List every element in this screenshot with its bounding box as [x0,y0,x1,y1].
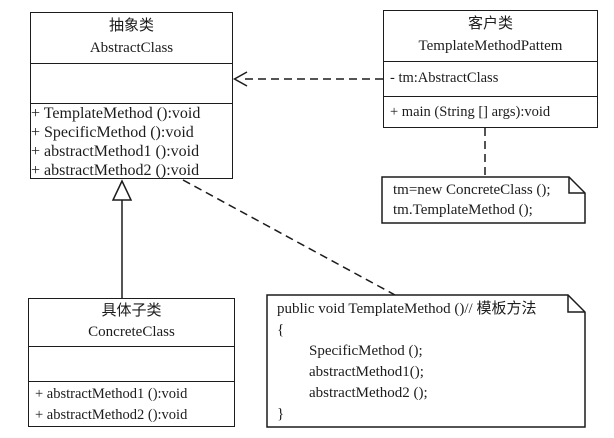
attributes-compartment [29,346,234,381]
note-client: tm=new ConcreteClass (); tm.TemplateMeth… [393,180,551,220]
class-name-en: TemplateMethodPattem [418,38,563,54]
attributes-compartment: - tm:AbstractClass [384,61,597,96]
note-line: tm.TemplateMethod (); [393,202,533,218]
note-line: abstractMethod1(); [309,364,424,380]
note-line: { [277,322,285,338]
method-line: + abstractMethod1 ():void [35,386,188,402]
method-line: + abstractMethod2 ():void [35,407,188,423]
note-line: abstractMethod2 (); [309,385,428,401]
method-line: + main (String [] args):void [390,104,551,120]
class-title: 客户类 TemplateMethodPattem [384,11,597,61]
note-line: tm=new ConcreteClass (); [393,182,551,198]
note-anchor-template [182,179,396,296]
class-name-cn: 客户类 [467,16,513,32]
methods-compartment: + abstractMethod1 ():void + abstractMeth… [29,381,234,426]
dependency-arrow [232,71,383,87]
class-name-en: AbstractClass [89,40,174,56]
class-title: 具体子类 ConcreteClass [29,299,234,346]
hollow-triangle-icon [111,179,133,201]
class-name-en: ConcreteClass [88,324,175,340]
note-fold-icon [568,177,585,194]
note-template-method: public void TemplateMethod ()// 模板方法 { S… [277,299,536,425]
attributes-compartment [31,63,232,103]
method-line: + abstractMethod1 ():void [31,143,200,160]
class-box-concreteclass: 具体子类 ConcreteClass + abstractMethod1 ():… [28,298,235,427]
method-line: + TemplateMethod ():void [31,105,201,122]
class-name-cn: 抽象类 [108,18,154,34]
method-line: + SpecificMethod ():void [31,124,194,141]
note-line: public void TemplateMethod ()// 模板方法 [277,301,537,317]
methods-compartment: + main (String [] args):void [384,96,597,127]
note-fold-icon [567,295,585,313]
method-line: + abstractMethod2 ():void [31,162,200,178]
note-line: } [277,406,285,422]
note-line: SpecificMethod (); [309,343,423,359]
class-name-cn: 具体子类 [101,303,162,319]
class-box-abstractclass: 抽象类 AbstractClass + TemplateMethod ():vo… [30,12,233,179]
methods-compartment: + TemplateMethod ():void + SpecificMetho… [31,103,232,178]
class-title: 抽象类 AbstractClass [31,13,232,63]
attribute-line: - tm:AbstractClass [390,70,499,86]
generalization-arrow [111,179,133,298]
open-arrowhead-icon [232,71,248,87]
class-box-templatemethodpattem: 客户类 TemplateMethodPattem - tm:AbstractCl… [383,10,598,128]
